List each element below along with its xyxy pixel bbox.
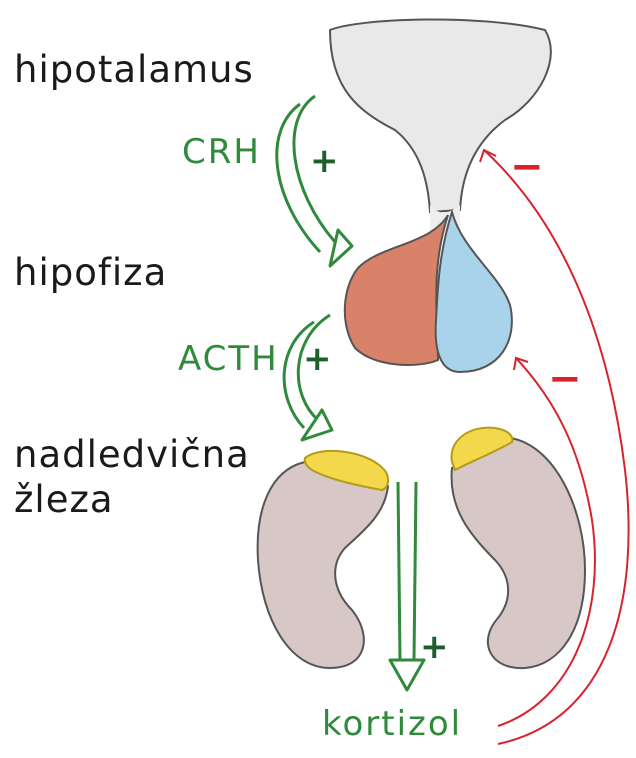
- crh-arrowhead: [330, 230, 352, 266]
- hypothalamus-minus-sign: −: [510, 144, 544, 190]
- pituitary-label: hipofiza: [14, 251, 167, 294]
- cortisol-label: kortizol: [322, 704, 462, 744]
- pituitary-minus-sign: −: [548, 356, 582, 402]
- hypothalamus-label: hipotalamus: [14, 48, 254, 91]
- cortisol-arrow: [398, 482, 416, 660]
- acth-arrowhead: [302, 410, 332, 440]
- posterior-pituitary: [436, 212, 512, 372]
- left-kidney: [258, 462, 388, 668]
- acth-plus-sign: +: [303, 339, 332, 379]
- cortisol-plus-sign: +: [420, 627, 449, 667]
- acth-label: ACTH: [178, 339, 279, 379]
- crh-plus-sign: +: [310, 141, 339, 181]
- adrenal-label-line1: nadledvična: [14, 433, 250, 476]
- cortisol-arrowhead: [390, 660, 424, 690]
- adrenal-label-line2: žleza: [14, 478, 114, 521]
- anterior-pituitary: [345, 215, 448, 365]
- right-kidney: [452, 438, 585, 668]
- crh-label: CRH: [182, 132, 261, 172]
